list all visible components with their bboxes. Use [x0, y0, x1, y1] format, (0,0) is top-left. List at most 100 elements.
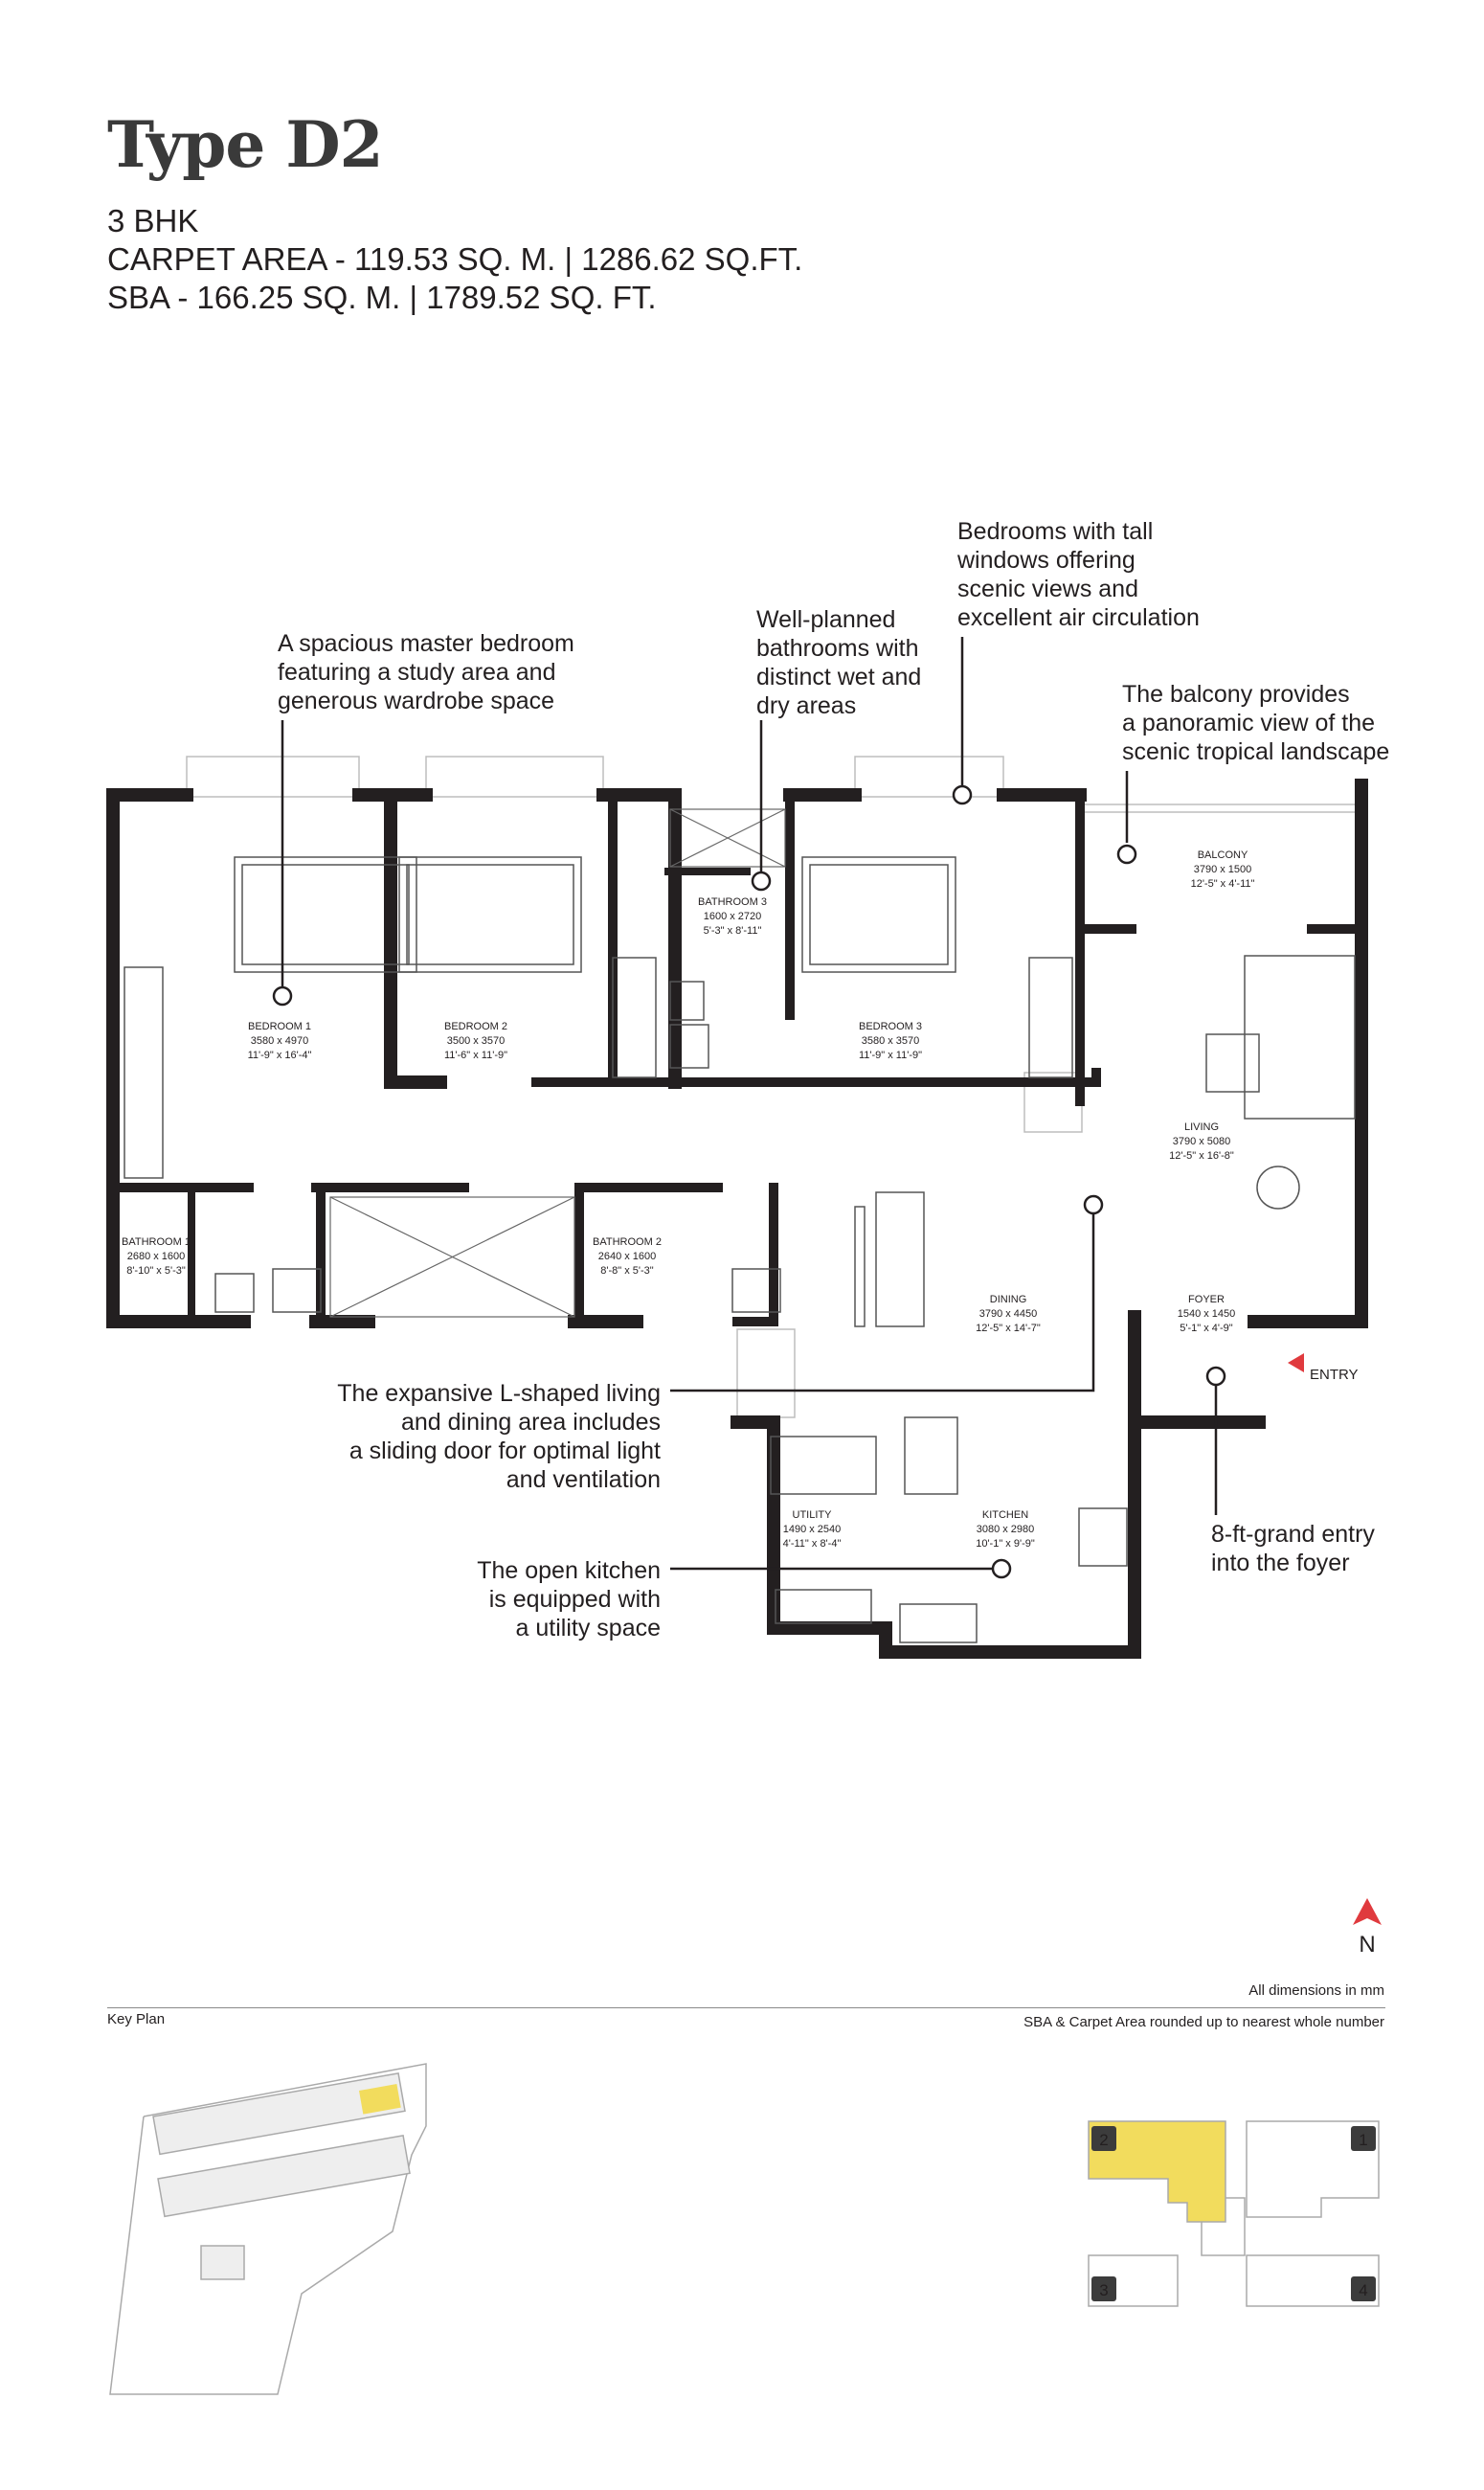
room-name-foyer: FOYER: [1188, 1294, 1225, 1305]
svg-text:dry areas: dry areas: [756, 692, 856, 719]
spec-sba: SBA - 166.25 SQ. M. | 1789.52 SQ. FT.: [107, 280, 657, 315]
spec-bhk: 3 BHK: [107, 203, 199, 238]
room-name-living: LIVING: [1184, 1121, 1219, 1133]
room-mm-balcony: 3790 x 1500: [1194, 864, 1252, 875]
svg-text:scenic views and: scenic views and: [957, 576, 1138, 602]
svg-text:A spacious master bedroom: A spacious master bedroom: [278, 630, 574, 657]
key-unit-4: 4: [1359, 2281, 1367, 2299]
svg-text:Bedrooms with tall: Bedrooms with tall: [957, 518, 1153, 545]
room-labels: BEDROOM 1 3580 x 4970 11'-9" x 16'-4" BE…: [122, 849, 1254, 1550]
svg-text:bathrooms with: bathrooms with: [756, 635, 919, 662]
callout-entry: 8-ft-grand entry into the foyer: [1211, 1521, 1375, 1576]
key-unit-1: 1: [1359, 2131, 1367, 2149]
room-name-kitchen: KITCHEN: [982, 1509, 1028, 1521]
svg-text:8-ft-grand entry: 8-ft-grand entry: [1211, 1521, 1375, 1548]
svg-text:windows offering: windows offering: [956, 547, 1135, 574]
room-name-dining: DINING: [990, 1294, 1027, 1305]
key-plan-unit-2-highlight: [1088, 2120, 1226, 2223]
page-title: Type D2: [107, 107, 383, 182]
callout-dot-balcony: [1116, 844, 1137, 865]
room-ft-bedroom2: 11'-6" x 11'-9": [444, 1050, 507, 1061]
room-name-bedroom1: BEDROOM 1: [248, 1021, 311, 1032]
walls: [106, 779, 1368, 1659]
window-frames: [186, 756, 1361, 1418]
footer-divider: [107, 2007, 1385, 2008]
room-name-bathroom3: BATHROOM 3: [698, 896, 767, 908]
svg-text:a sliding door for optimal lig: a sliding door for optimal light: [349, 1437, 661, 1464]
dimensions-note: All dimensions in mm: [1248, 1982, 1384, 1999]
svg-text:generous wardrobe space: generous wardrobe space: [278, 688, 554, 714]
callout-kitchen: The open kitchen is equipped with a util…: [477, 1557, 661, 1641]
entry-arrow-icon: [1288, 1353, 1304, 1372]
svg-text:The open kitchen: The open kitchen: [477, 1557, 661, 1584]
room-name-balcony: BALCONY: [1198, 849, 1248, 861]
svg-text:featuring a study area and: featuring a study area and: [278, 659, 555, 686]
elevator-shaft: [329, 808, 786, 1318]
room-name-bathroom2: BATHROOM 2: [593, 1236, 662, 1248]
callout-dot-entry: [1205, 1366, 1226, 1387]
room-ft-utility: 4'-11" x 8'-4": [783, 1538, 842, 1550]
room-ft-bedroom3: 11'-9" x 11'-9": [859, 1050, 922, 1061]
svg-text:scenic tropical landscape: scenic tropical landscape: [1122, 738, 1389, 765]
room-ft-bathroom1: 8'-10" x 5'-3": [126, 1265, 186, 1277]
callout-balcony: The balcony provides a panoramic view of…: [1122, 681, 1389, 765]
svg-text:distinct wet and: distinct wet and: [756, 664, 921, 690]
room-mm-kitchen: 3080 x 2980: [977, 1524, 1035, 1535]
svg-text:a utility space: a utility space: [516, 1615, 661, 1641]
callout-dot-kitchen: [991, 1558, 1012, 1579]
room-ft-bedroom1: 11'-9" x 16'-4": [248, 1050, 312, 1061]
room-mm-utility: 1490 x 2540: [783, 1524, 842, 1535]
svg-text:and ventilation: and ventilation: [506, 1466, 661, 1493]
callout-dots: [272, 784, 1226, 1579]
room-mm-bathroom3: 1600 x 2720: [704, 911, 762, 922]
callout-dot-master: [272, 985, 293, 1007]
room-ft-foyer: 5'-1" x 4'-9": [1180, 1323, 1233, 1334]
callout-leaders: [281, 637, 1218, 1571]
callout-dot-bathrooms: [751, 871, 772, 892]
callout-bathrooms: Well-planned bathrooms with distinct wet…: [756, 606, 921, 719]
svg-text:and dining area includes: and dining area includes: [401, 1409, 661, 1436]
room-mm-bedroom1: 3580 x 4970: [251, 1035, 309, 1047]
key-unit-3: 3: [1099, 2281, 1108, 2299]
north-arrow-icon: [1353, 1898, 1382, 1925]
room-mm-dining: 3790 x 4450: [979, 1308, 1038, 1320]
callout-master: A spacious master bedroom featuring a st…: [278, 630, 574, 714]
north-label: N: [1359, 1932, 1375, 1958]
svg-text:The balcony provides: The balcony provides: [1122, 681, 1350, 708]
key-plan-highlight: [359, 2084, 401, 2115]
svg-text:a panoramic view of the: a panoramic view of the: [1122, 710, 1375, 736]
entry-label: ENTRY: [1310, 1367, 1359, 1383]
room-name-bedroom3: BEDROOM 3: [859, 1021, 922, 1032]
room-mm-living: 3790 x 5080: [1173, 1136, 1231, 1147]
rounding-note: SBA & Carpet Area rounded up to nearest …: [1023, 2014, 1384, 2030]
room-mm-bathroom2: 2640 x 1600: [598, 1251, 657, 1262]
svg-text:The expansive L-shaped living: The expansive L-shaped living: [337, 1380, 661, 1407]
svg-text:into the foyer: into the foyer: [1211, 1550, 1350, 1576]
key-plan-units: 2 1 3 4: [1088, 2120, 1380, 2307]
callout-dot-bedrooms: [952, 784, 973, 805]
room-name-bathroom1: BATHROOM 1: [122, 1236, 191, 1248]
furniture: [124, 856, 1356, 1643]
callout-bedrooms: Bedrooms with tall windows offering scen…: [956, 518, 1200, 631]
svg-text:excellent air circulation: excellent air circulation: [957, 604, 1200, 631]
callout-dot-living: [1083, 1194, 1104, 1215]
key-unit-2: 2: [1099, 2131, 1108, 2149]
key-plan-label: Key Plan: [107, 2011, 166, 2027]
callout-living: The expansive L-shaped living and dining…: [337, 1380, 661, 1493]
room-mm-bathroom1: 2680 x 1600: [127, 1251, 186, 1262]
room-mm-bedroom3: 3580 x 3570: [862, 1035, 920, 1047]
room-ft-bathroom3: 5'-3" x 8'-11": [704, 925, 762, 937]
room-ft-living: 12'-5" x 16'-8": [1169, 1150, 1234, 1162]
key-plan-site: [109, 2063, 427, 2395]
room-ft-dining: 12'-5" x 14'-7": [976, 1323, 1041, 1334]
svg-text:is equipped with: is equipped with: [489, 1586, 661, 1613]
room-mm-bedroom2: 3500 x 3570: [447, 1035, 506, 1047]
room-ft-bathroom2: 8'-8" x 5'-3": [600, 1265, 654, 1277]
room-mm-foyer: 1540 x 1450: [1178, 1308, 1236, 1320]
room-ft-balcony: 12'-5" x 4'-11": [1191, 878, 1255, 890]
room-name-utility: UTILITY: [793, 1509, 833, 1521]
svg-text:Well-planned: Well-planned: [756, 606, 895, 633]
spec-carpet-area: CARPET AREA - 119.53 SQ. M. | 1286.62 SQ…: [107, 241, 803, 277]
room-name-bedroom2: BEDROOM 2: [444, 1021, 507, 1032]
